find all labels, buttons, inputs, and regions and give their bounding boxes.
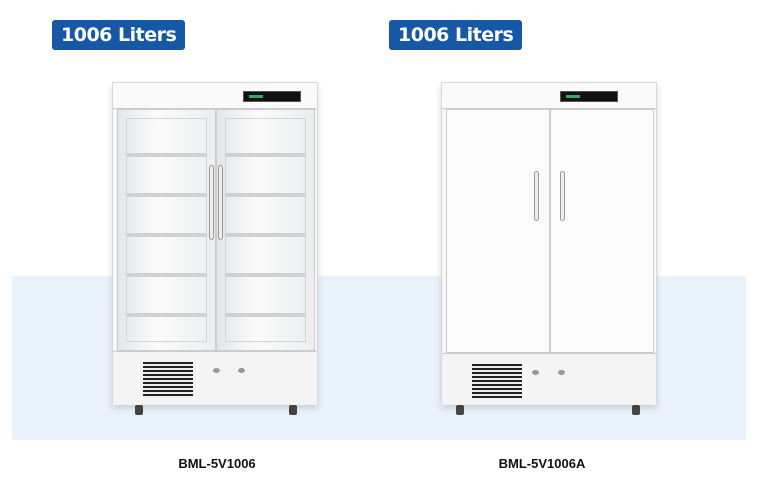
door-handle [534, 171, 539, 221]
model-label: BML-5V1006 [178, 456, 256, 471]
capacity-badge: 1006 Liters [52, 20, 186, 50]
door-handle [218, 165, 223, 240]
control-display [560, 91, 618, 102]
vent-grille [472, 364, 522, 398]
control-display [243, 91, 301, 102]
fridge-glass-door-image [112, 82, 318, 415]
door-handle [209, 165, 214, 240]
model-label: BML-5V1006A [498, 456, 586, 471]
capacity-badge: 1006 Liters [389, 20, 523, 50]
door-handle [560, 171, 565, 221]
fridge-solid-door-image [441, 82, 657, 415]
vent-grille [143, 362, 193, 398]
